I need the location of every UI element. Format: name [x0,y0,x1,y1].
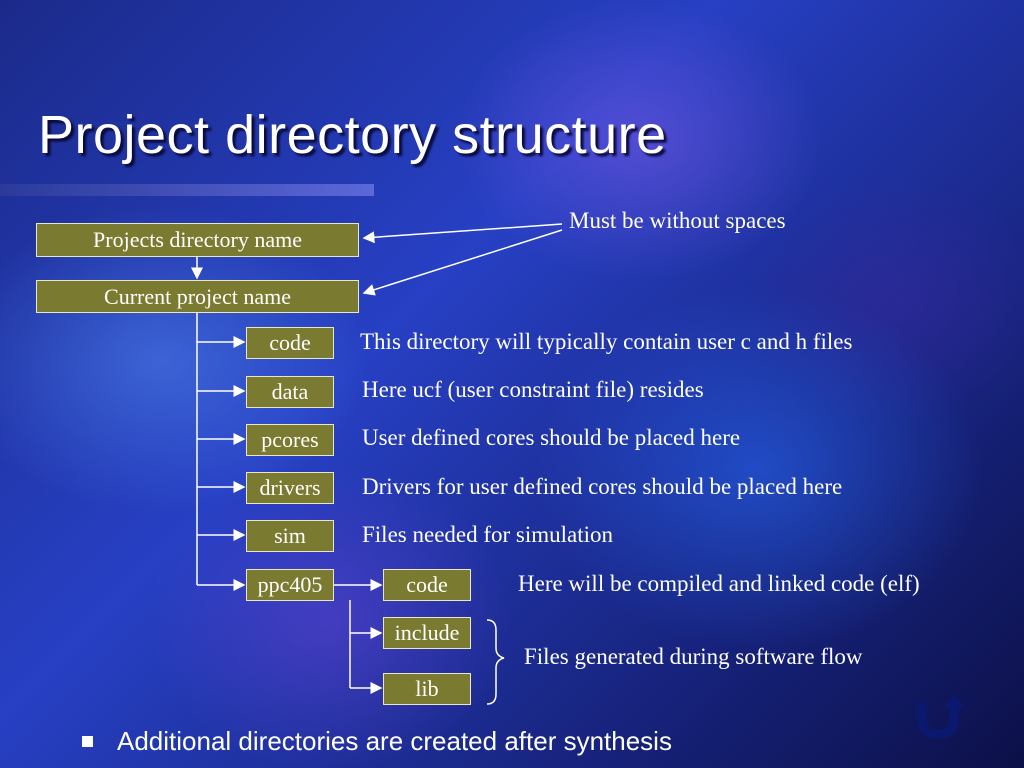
current-project-box: Current project name [36,280,359,313]
dir-box-data: data [246,376,334,408]
ppc405-box-code: code [383,569,471,601]
return-arrow-icon[interactable] [914,690,970,740]
note-sim: Files needed for simulation [362,522,614,547]
ppc405-box-lib: lib [383,673,471,705]
projects-directory-box: Projects directory name [36,223,359,257]
note-code: This directory will typically contain us… [360,329,853,354]
note-generated: Files generated during software flow [524,644,863,669]
bullet-text: Additional directories are created after… [117,726,672,756]
slide-title: Project directory structure [38,105,667,165]
square-bullet-icon [82,736,93,747]
dir-box-pcores: pcores [246,424,334,456]
curly-brace [486,619,505,705]
bullet-item: Additional directories are created after… [82,726,672,757]
callout-arrow-current [362,229,563,296]
note-ppc405-code: Here will be compiled and linked code (e… [518,571,920,596]
ppc405-box-include: include [383,617,471,649]
note-no-spaces: Must be without spaces [569,208,786,233]
note-data: Here ucf (user constraint file) resides [362,377,704,402]
dir-box-sim: sim [246,520,334,552]
dir-box-drivers: drivers [246,472,334,504]
callout-arrow-projects [362,223,563,244]
dir-box-code: code [246,327,334,359]
note-pcores: User defined cores should be placed here [362,425,741,450]
note-drivers: Drivers for user defined cores should be… [362,474,843,499]
dir-box-ppc405: ppc405 [246,569,334,601]
title-underline-bar [0,184,374,196]
